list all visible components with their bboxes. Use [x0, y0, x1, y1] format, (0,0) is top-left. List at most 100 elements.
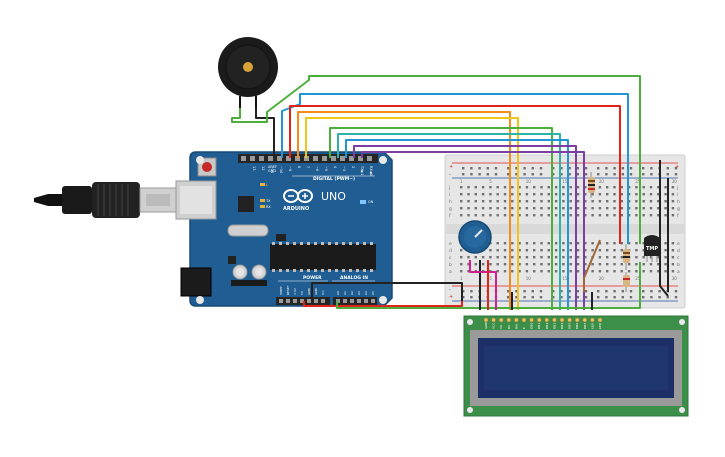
breadboard-hole[interactable]	[671, 186, 675, 189]
breadboard-hole[interactable]	[569, 249, 572, 252]
breadboard-hole[interactable]	[547, 242, 550, 245]
breadboard-hole[interactable]	[598, 249, 602, 252]
breadboard-rail-hole[interactable]	[494, 167, 498, 170]
breadboard-hole[interactable]	[489, 200, 492, 203]
breadboard-hole[interactable]	[576, 214, 580, 217]
breadboard-hole[interactable]	[547, 249, 550, 252]
breadboard-hole[interactable]	[657, 207, 660, 210]
breadboard-hole[interactable]	[496, 200, 499, 203]
breadboard-hole[interactable]	[664, 186, 667, 189]
breadboard-hole[interactable]	[598, 214, 602, 217]
breadboard-hole[interactable]	[503, 256, 507, 259]
breadboard-hole[interactable]	[649, 263, 653, 266]
lcd-pin[interactable]	[536, 317, 542, 323]
breadboard-hole[interactable]	[613, 214, 616, 217]
breadboard-hole[interactable]	[591, 242, 594, 245]
breadboard-rail-hole[interactable]	[613, 290, 616, 293]
breadboard-hole[interactable]	[489, 214, 492, 217]
breadboard-hole[interactable]	[540, 200, 543, 203]
breadboard-hole[interactable]	[533, 263, 536, 266]
wire-gnd-rail[interactable]	[311, 282, 463, 301]
breadboard-hole[interactable]	[627, 242, 631, 245]
breadboard-hole[interactable]	[576, 200, 580, 203]
potentiometer[interactable]	[458, 220, 492, 254]
breadboard-hole[interactable]	[657, 270, 660, 273]
breadboard-rail-hole[interactable]	[470, 173, 473, 176]
breadboard-hole[interactable]	[554, 256, 558, 259]
breadboard-hole[interactable]	[569, 186, 572, 189]
breadboard-rail-hole[interactable]	[531, 167, 534, 170]
breadboard-hole[interactable]	[460, 193, 463, 196]
breadboard-hole[interactable]	[569, 200, 572, 203]
breadboard-rail-hole[interactable]	[674, 173, 678, 176]
breadboard-rail-hole[interactable]	[462, 173, 465, 176]
breadboard-hole[interactable]	[591, 263, 594, 266]
breadboard-rail-hole[interactable]	[486, 173, 489, 176]
breadboard-hole[interactable]	[635, 270, 638, 273]
breadboard-hole[interactable]	[481, 214, 485, 217]
breadboard-rail-hole[interactable]	[568, 167, 571, 170]
breadboard-rail-hole[interactable]	[666, 296, 669, 299]
breadboard-hole[interactable]	[649, 214, 653, 217]
resistor-bottom-1[interactable]	[623, 244, 630, 270]
breadboard-rail-hole[interactable]	[605, 167, 608, 170]
breadboard-hole[interactable]	[503, 263, 507, 266]
breadboard-rail-hole[interactable]	[539, 290, 543, 293]
wire-pin10-lcd[interactable]	[297, 111, 511, 310]
breadboard-hole[interactable]	[620, 186, 623, 189]
wire-pin11[interactable]	[289, 105, 621, 244]
breadboard-hole[interactable]	[620, 249, 623, 252]
breadboard-rail-hole[interactable]	[576, 290, 579, 293]
breadboard-hole[interactable]	[584, 193, 587, 196]
breadboard-rail-hole[interactable]	[642, 290, 645, 293]
breadboard-hole[interactable]	[533, 200, 536, 203]
breadboard-hole[interactable]	[598, 193, 602, 196]
breadboard-hole[interactable]	[511, 207, 514, 210]
breadboard-hole[interactable]	[620, 193, 623, 196]
breadboard-rail-hole[interactable]	[584, 173, 588, 176]
breadboard-rail-hole[interactable]	[642, 296, 645, 299]
breadboard-hole[interactable]	[569, 270, 572, 273]
breadboard-hole[interactable]	[598, 256, 602, 259]
breadboard-hole[interactable]	[657, 193, 660, 196]
wire-pot-v0[interactable]	[469, 260, 497, 310]
breadboard-hole[interactable]	[671, 249, 675, 252]
breadboard-rail-hole[interactable]	[462, 290, 465, 293]
breadboard-hole[interactable]	[598, 270, 602, 273]
breadboard-hole[interactable]	[642, 263, 645, 266]
breadboard-hole[interactable]	[671, 270, 675, 273]
breadboard-rail-hole[interactable]	[507, 173, 510, 176]
breadboard-rail-hole[interactable]	[539, 173, 543, 176]
breadboard-hole[interactable]	[525, 207, 529, 210]
breadboard-hole[interactable]	[474, 207, 477, 210]
breadboard-hole[interactable]	[554, 207, 558, 210]
breadboard-rail-hole[interactable]	[478, 173, 481, 176]
breadboard-hole[interactable]	[627, 186, 631, 189]
breadboard-rail-hole[interactable]	[470, 290, 473, 293]
breadboard-rail-hole[interactable]	[576, 167, 579, 170]
lcd-pin[interactable]	[521, 317, 527, 323]
breadboard-hole[interactable]	[584, 263, 587, 266]
resistor-top[interactable]	[588, 172, 595, 198]
breadboard-rail-hole[interactable]	[515, 173, 518, 176]
breadboard-hole[interactable]	[613, 242, 616, 245]
breadboard-hole[interactable]	[511, 186, 514, 189]
breadboard-hole[interactable]	[620, 263, 623, 266]
breadboard-rail-hole[interactable]	[507, 167, 510, 170]
breadboard-hole[interactable]	[481, 200, 485, 203]
breadboard-hole[interactable]	[511, 193, 514, 196]
breadboard-hole[interactable]	[591, 193, 594, 196]
breadboard-hole[interactable]	[657, 186, 660, 189]
breadboard-hole[interactable]	[613, 249, 616, 252]
lcd-pin[interactable]	[514, 317, 519, 323]
wire-a0-sensor[interactable]	[336, 262, 641, 309]
breadboard-hole[interactable]	[649, 200, 653, 203]
breadboard-hole[interactable]	[671, 214, 675, 217]
breadboard-rail-hole[interactable]	[642, 167, 645, 170]
breadboard-hole[interactable]	[620, 214, 623, 217]
breadboard-hole[interactable]	[547, 186, 550, 189]
breadboard-hole[interactable]	[664, 200, 667, 203]
breadboard-rail-hole[interactable]	[621, 167, 624, 170]
breadboard-rail-hole[interactable]	[674, 290, 678, 293]
